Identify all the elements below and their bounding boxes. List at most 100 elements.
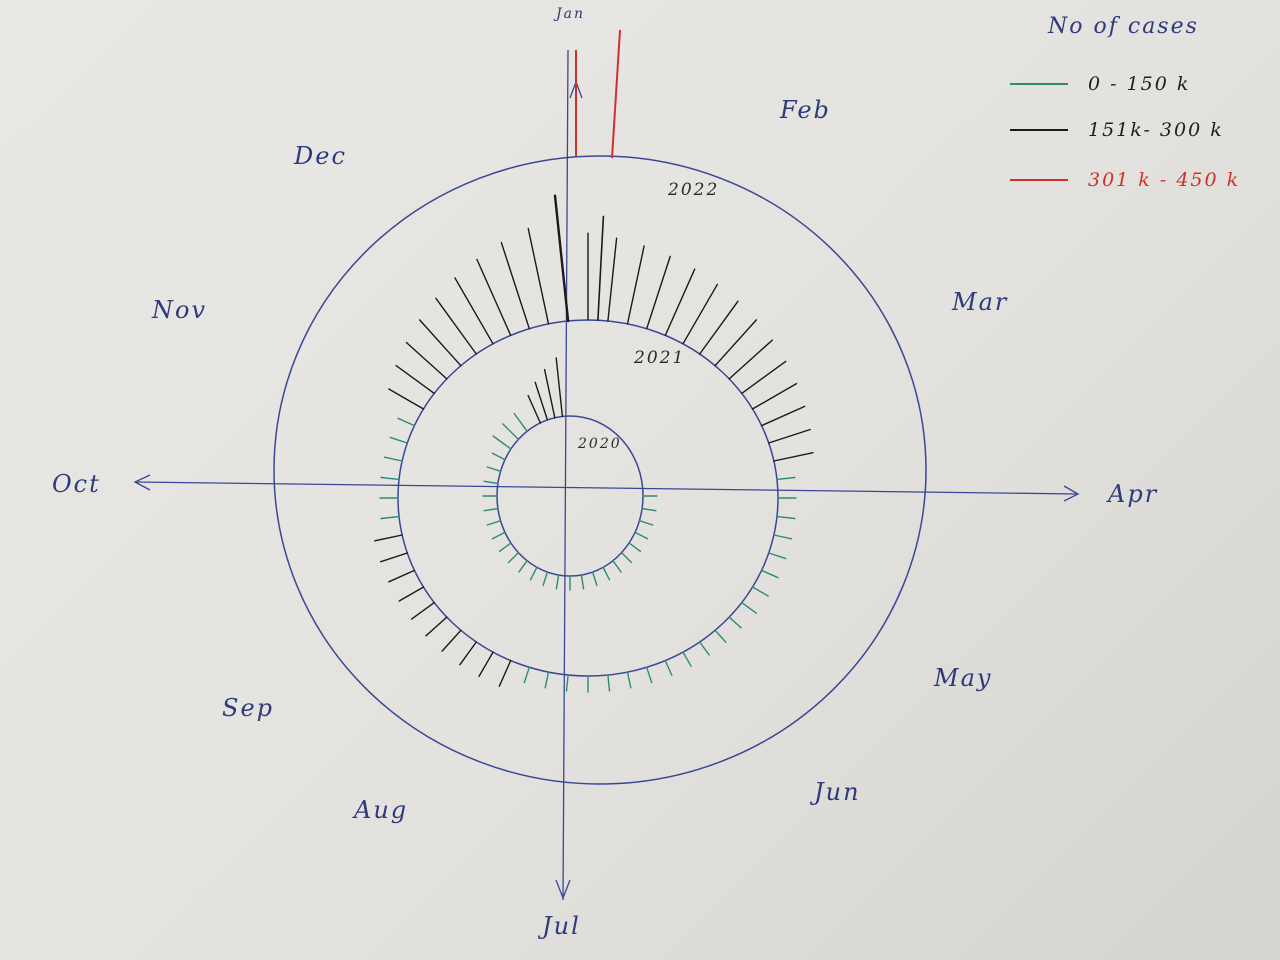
tick-2021 [751, 586, 769, 597]
tick-2021 [626, 245, 645, 325]
tick-2021 [459, 641, 477, 666]
tick-2021 [425, 616, 448, 637]
tick-2021 [380, 476, 400, 481]
tick-2021 [773, 534, 793, 540]
tick-2020 [491, 531, 506, 540]
arrow-down-icon [555, 879, 571, 900]
tick-2020 [555, 357, 564, 418]
legend-item-low: 0 - 150 k [1010, 70, 1190, 98]
tick-2021 [760, 569, 779, 579]
tick-2021-peak [553, 194, 570, 323]
tick-2021 [776, 515, 796, 520]
ring-outer [273, 155, 927, 785]
tick-2021 [454, 277, 494, 345]
vertical-axis [562, 49, 569, 901]
tick-2021 [476, 258, 512, 337]
tick-2020 [527, 394, 541, 424]
ring-2021 [397, 319, 779, 677]
tick-2021 [418, 319, 462, 367]
year-label-2021: 2021 [634, 348, 686, 368]
tick-2020 [486, 520, 502, 526]
tick-2021 [760, 405, 806, 427]
tick-2021 [441, 629, 462, 652]
tick-2021 [607, 237, 618, 322]
month-label-may: May [934, 664, 993, 692]
tick-2021 [714, 629, 727, 643]
tick-2021 [544, 671, 550, 689]
arrow-right-icon [1063, 485, 1080, 502]
tick-2020 [483, 480, 499, 485]
tick-2021 [380, 515, 400, 520]
month-label-jun: Jun [814, 778, 861, 806]
tick-2020 [612, 560, 622, 573]
tick-2020 [492, 435, 512, 450]
year-label-2020: 2020 [578, 436, 622, 452]
tick-2021-peak [597, 215, 605, 322]
tick-2021 [714, 319, 758, 367]
legend-item-high: 301 k - 450 k [1010, 166, 1240, 194]
tick-2020 [620, 551, 633, 564]
legend-swatch-low [1010, 83, 1068, 85]
legend-label-mid: 151k- 300 k [1088, 119, 1224, 141]
tick-2020 [543, 368, 556, 419]
tick-2021 [389, 436, 408, 444]
month-label-apr: Apr [1108, 480, 1159, 508]
legend-label-low: 0 - 150 k [1088, 73, 1191, 95]
tick-2021 [741, 601, 757, 614]
month-label-jul: Jul [542, 912, 581, 940]
tick-2020 [555, 574, 560, 590]
horizontal-axis [134, 481, 1079, 495]
tick-2021 [776, 476, 796, 481]
year-label-2022: 2022 [668, 180, 720, 200]
tick-2021 [435, 297, 477, 355]
tick-2020 [518, 560, 528, 573]
tick-2021 [395, 364, 435, 395]
tick-2021 [500, 241, 530, 330]
axes [133, 49, 1080, 901]
tick-2021 [768, 428, 811, 444]
tick-2020 [628, 542, 642, 552]
tick-2021 [607, 674, 611, 692]
legend-swatch-high [1010, 179, 1068, 181]
legend-label-high: 301 k - 450 k [1088, 169, 1241, 191]
tick-2021 [410, 601, 435, 620]
case-ticks [374, 29, 814, 693]
tick-2021 [478, 651, 494, 678]
tick-2021 [380, 552, 408, 563]
tick-2021 [728, 616, 742, 629]
month-label-nov: Nov [152, 296, 208, 324]
month-label-mar: Mar [952, 288, 1009, 316]
tick-2021 [398, 586, 425, 602]
tick-2020 [498, 542, 512, 552]
tick-2021 [664, 268, 696, 337]
tick-2021 [405, 341, 448, 380]
tick-2021 [768, 552, 787, 560]
month-label-feb: Feb [780, 96, 831, 124]
tick-2020 [580, 574, 585, 590]
tick-2021 [565, 674, 569, 692]
tick-2021 [773, 452, 814, 462]
tick-2021 [699, 300, 739, 355]
tick-2021 [374, 534, 403, 542]
tick-2020 [591, 571, 598, 587]
legend-item-mid: 151k- 300 k [1010, 116, 1224, 144]
year-rings [273, 155, 927, 785]
tick-2020 [641, 507, 657, 512]
tick-2021 [388, 569, 416, 583]
tick-2021 [646, 255, 671, 330]
tick-2021 [383, 456, 403, 462]
legend-title: No of cases [1048, 14, 1199, 39]
tick-2020 [534, 381, 549, 421]
tick-2020 [507, 551, 520, 564]
tick-2021 [626, 671, 632, 689]
tick-2021 [498, 659, 512, 687]
month-label-sep: Sep [222, 694, 275, 722]
tick-2021 [664, 659, 673, 676]
tick-2020 [502, 423, 520, 441]
tick-2020 [602, 566, 611, 581]
month-label-aug: Aug [354, 796, 409, 824]
tick-2020 [491, 452, 506, 461]
tick-2020 [483, 507, 499, 512]
